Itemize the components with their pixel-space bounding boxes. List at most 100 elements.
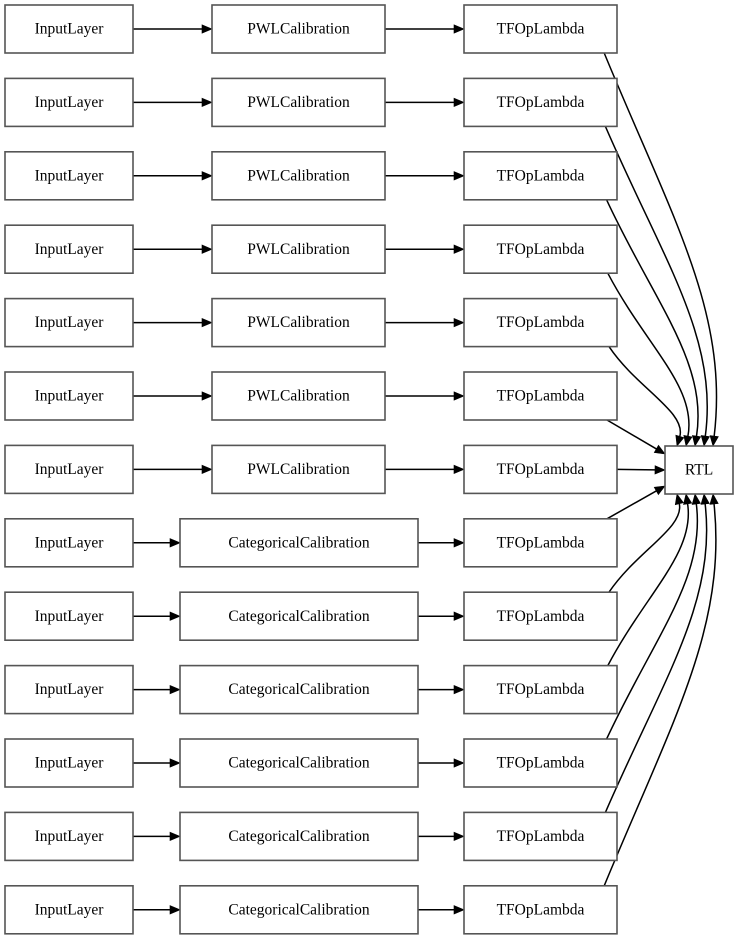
node-lambda-9[interactable]: TFOpLambda (463, 664, 618, 715)
node-lambda-2-label: TFOpLambda (497, 167, 585, 184)
node-lambda-9-label: TFOpLambda (497, 681, 585, 698)
node-input-layer-12[interactable]: InputLayer (4, 884, 134, 935)
edge-lambda-to-rtl-10-arrowhead (691, 493, 701, 505)
node-calibration-6[interactable]: PWLCalibration (211, 444, 386, 495)
node-input-layer-9-box (4, 664, 134, 715)
node-lambda-4-label: TFOpLambda (497, 314, 585, 331)
node-input-layer-1-label: InputLayer (35, 94, 105, 111)
node-lambda-8-label: TFOpLambda (497, 608, 585, 625)
node-calibration-3-box (211, 224, 386, 274)
node-calibration-5-box (211, 371, 386, 421)
node-calibration-11-label: CategoricalCalibration (228, 828, 369, 845)
edge-lambda-to-rtl-8-arrowhead (674, 493, 684, 506)
node-lambda-7-box (463, 517, 618, 568)
node-calibration-0[interactable]: PWLCalibration (211, 4, 386, 54)
edge-lambda-to-rtl-4-arrowhead (675, 434, 685, 447)
edge-lambda-to-rtl-2 (605, 199, 699, 437)
node-calibration-2[interactable]: PWLCalibration (211, 151, 386, 201)
node-input-layer-6[interactable]: InputLayer (4, 444, 134, 495)
node-input-layer-11[interactable]: InputLayer (4, 811, 134, 862)
node-input-layer-6-box (4, 444, 134, 495)
edge-lambda-to-rtl-1 (604, 126, 708, 437)
node-input-layer-0[interactable]: InputLayer (4, 4, 134, 54)
node-calibration-12[interactable]: CategoricalCalibration (179, 884, 419, 935)
node-input-layer-5[interactable]: InputLayer (4, 371, 134, 421)
node-lambda-3[interactable]: TFOpLambda (463, 224, 618, 274)
node-calibration-1[interactable]: PWLCalibration (211, 77, 386, 128)
node-input-layer-2[interactable]: InputLayer (4, 151, 134, 201)
edge-lambda-to-rtl-0-arrowhead (709, 435, 719, 447)
node-input-layer-7[interactable]: InputLayer (4, 517, 134, 568)
node-input-layer-6-label: InputLayer (35, 461, 105, 478)
node-input-layer-7-box (4, 517, 134, 568)
edge-lambda-to-rtl-2-arrowhead (691, 435, 702, 447)
edge-lambda-to-rtl-9-arrowhead (683, 493, 693, 505)
edge-input-to-calibration-12-arrowhead (169, 905, 181, 915)
node-calibration-2-label: PWLCalibration (247, 167, 350, 184)
node-input-layer-10[interactable]: InputLayer (4, 738, 134, 788)
edge-lambda-to-rtl-0 (603, 52, 718, 437)
edge-input-to-calibration-11-arrowhead (169, 831, 181, 842)
node-input-layer-0-label: InputLayer (35, 21, 105, 38)
node-input-layer-4[interactable]: InputLayer (4, 297, 134, 348)
edge-lambda-to-rtl-3 (607, 272, 690, 437)
edge-calibration-to-lambda-12-arrowhead (453, 905, 465, 915)
node-lambda-10-label: TFOpLambda (497, 755, 585, 772)
node-input-layer-2-label: InputLayer (35, 167, 105, 184)
node-input-layer-10-box (4, 738, 134, 788)
edge-lambda-to-rtl-5 (606, 419, 658, 450)
node-input-layer-9[interactable]: InputLayer (4, 664, 134, 715)
node-lambda-11[interactable]: TFOpLambda (463, 811, 618, 862)
node-calibration-0-label: PWLCalibration (247, 21, 350, 38)
node-input-layer-7-label: InputLayer (35, 534, 105, 551)
node-lambda-5[interactable]: TFOpLambda (463, 371, 618, 421)
node-input-layer-1[interactable]: InputLayer (4, 77, 134, 128)
node-lambda-1-label: TFOpLambda (497, 94, 585, 111)
node-input-layer-12-box (4, 884, 134, 935)
node-input-layer-9-label: InputLayer (35, 681, 105, 698)
node-calibration-4[interactable]: PWLCalibration (211, 297, 386, 348)
node-lambda-2-box (463, 151, 618, 201)
node-calibration-5-label: PWLCalibration (247, 388, 350, 405)
node-lambda-2[interactable]: TFOpLambda (463, 151, 618, 201)
node-rtl[interactable]: RTL (664, 445, 734, 495)
node-calibration-12-label: CategoricalCalibration (228, 901, 369, 918)
node-lambda-10[interactable]: TFOpLambda (463, 738, 618, 788)
node-input-layer-8[interactable]: InputLayer (4, 591, 134, 642)
node-calibration-11[interactable]: CategoricalCalibration (179, 811, 419, 862)
node-calibration-3[interactable]: PWLCalibration (211, 224, 386, 274)
node-lambda-8[interactable]: TFOpLambda (463, 591, 618, 642)
node-lambda-12[interactable]: TFOpLambda (463, 884, 618, 935)
edge-lambda-to-rtl-11-arrowhead (700, 493, 710, 505)
node-input-layer-3[interactable]: InputLayer (4, 224, 134, 274)
node-lambda-7[interactable]: TFOpLambda (463, 517, 618, 568)
node-calibration-10-box (179, 738, 419, 788)
node-calibration-8[interactable]: CategoricalCalibration (179, 591, 419, 642)
node-input-layer-3-label: InputLayer (35, 241, 105, 258)
edge-calibration-to-lambda-8-arrowhead (453, 611, 465, 621)
node-calibration-1-label: PWLCalibration (247, 94, 350, 111)
edge-lambda-to-rtl-7-arrowhead (653, 485, 666, 496)
node-calibration-7-box (179, 517, 419, 568)
node-calibration-9-box (179, 664, 419, 715)
edge-lambda-to-rtl-4 (608, 346, 682, 438)
node-input-layer-12-label: InputLayer (35, 901, 105, 918)
node-calibration-5[interactable]: PWLCalibration (211, 371, 386, 421)
node-lambda-0[interactable]: TFOpLambda (463, 4, 618, 54)
node-calibration-10[interactable]: CategoricalCalibration (179, 738, 419, 788)
node-input-layer-8-label: InputLayer (35, 608, 105, 625)
edge-lambda-to-rtl-12 (603, 503, 717, 887)
node-input-layer-2-box (4, 151, 134, 201)
node-calibration-7[interactable]: CategoricalCalibration (179, 517, 419, 568)
node-lambda-1[interactable]: TFOpLambda (463, 77, 618, 128)
edge-input-to-calibration-4-arrowhead (201, 317, 213, 328)
node-calibration-3-label: PWLCalibration (247, 241, 350, 258)
node-calibration-9[interactable]: CategoricalCalibration (179, 664, 419, 715)
node-lambda-0-box (463, 4, 618, 54)
edge-calibration-to-lambda-0-arrowhead (453, 24, 465, 34)
node-lambda-4[interactable]: TFOpLambda (463, 297, 618, 348)
edge-lambda-to-rtl-5-arrowhead (653, 444, 666, 455)
node-lambda-9-box (463, 664, 618, 715)
node-lambda-6[interactable]: TFOpLambda (463, 444, 618, 495)
